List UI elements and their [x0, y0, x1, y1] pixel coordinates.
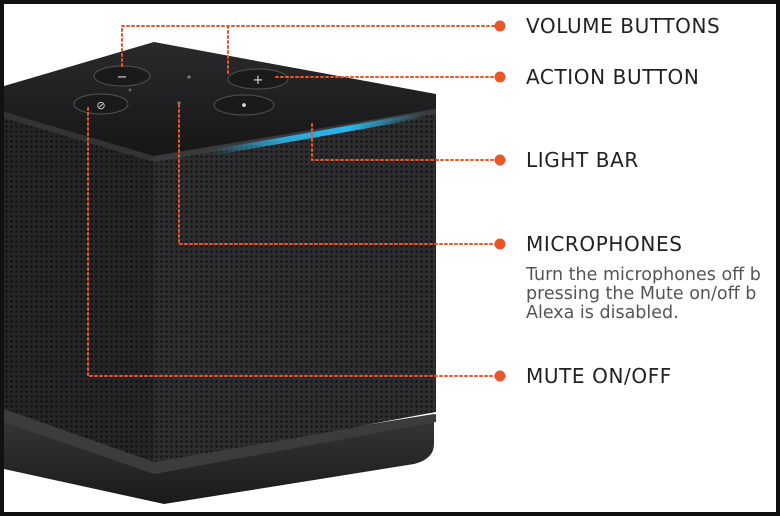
microphones-description: Turn the microphones off b pressing the … — [526, 266, 761, 323]
volume-down-button: − — [93, 65, 151, 87]
light-bar — [209, 112, 424, 156]
volume-down-symbol: − — [117, 70, 128, 85]
microphones-description-line: Alexa is disabled. — [526, 303, 679, 323]
device-diagram: − + ⊘ • — [4, 20, 506, 504]
volume-up-button: + — [227, 68, 289, 90]
light-bar-label: LIGHT BAR — [526, 148, 639, 172]
volume-up-symbol: + — [253, 73, 264, 88]
microphones-callout-dot — [494, 238, 506, 250]
volume-callout-dot — [494, 20, 506, 32]
microphones-description-line: pressing the Mute on/off b — [526, 284, 757, 304]
device-base-band — [4, 409, 436, 474]
microphones-callout-line — [178, 104, 498, 245]
mute-callout-line — [87, 107, 498, 377]
microphones-description-line: Turn the microphones off b — [526, 265, 761, 285]
action-symbol: • — [240, 99, 248, 114]
volume-buttons-label: VOLUME BUTTONS — [526, 14, 721, 38]
volume-callout-line — [121, 25, 498, 67]
device-front-face — [154, 109, 436, 464]
action-callout-dot — [494, 71, 506, 83]
mute-callout-dot — [494, 370, 506, 382]
mute-symbol: ⊘ — [96, 99, 105, 112]
microphone-hole — [187, 75, 191, 79]
lightbar-callout-dot — [494, 154, 506, 166]
microphone-hole — [128, 88, 132, 92]
mute-button: ⊘ — [73, 93, 129, 115]
lightbar-callout-line — [311, 123, 498, 161]
microphones-label: MICROPHONES — [526, 232, 683, 256]
microphone-hole — [177, 101, 181, 105]
action-button-label: ACTION BUTTON — [526, 65, 700, 89]
mute-on-off-label: MUTE ON/OFF — [526, 364, 672, 388]
action-button: • — [213, 94, 275, 116]
